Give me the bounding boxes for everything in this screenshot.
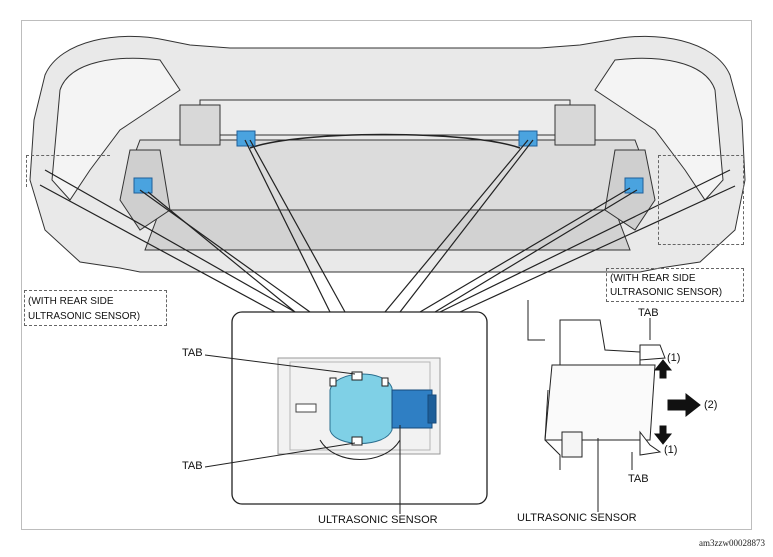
right-note-frame <box>606 268 744 302</box>
left-note-line1: (WITH REAR SIDE <box>28 296 114 307</box>
side-step1-bottom-label: (1) <box>664 444 678 456</box>
side-removal-diagram <box>527 300 701 512</box>
image-code: am3zzw00028873 <box>699 538 765 548</box>
detail-sensor-connector <box>391 389 433 429</box>
right-note-line2: ULTRASONIC SENSOR) <box>610 287 723 298</box>
detail-sensor-body <box>329 373 393 444</box>
detail-sensor-label: ULTRASONIC SENSOR <box>318 514 438 526</box>
detail-tab-bottom-label: TAB <box>182 460 203 472</box>
arrow-step1-top <box>653 359 673 379</box>
side-step1-top-label: (1) <box>667 352 681 364</box>
sensor-marker-left-outer <box>133 177 153 194</box>
left-note-frame <box>24 290 167 326</box>
right-note-line1: (WITH REAR SIDE <box>610 273 696 284</box>
sensor-marker-left-inner <box>236 130 256 147</box>
side-sensor-label: ULTRASONIC SENSOR <box>517 512 637 524</box>
left-note-box <box>26 155 110 187</box>
rear-bumper <box>29 35 746 273</box>
side-tab-bottom-label: TAB <box>628 473 649 485</box>
right-note-box <box>658 155 744 245</box>
sensor-markers <box>133 130 644 194</box>
callout-lines <box>39 139 736 313</box>
detail-tab-top-label: TAB <box>182 347 203 359</box>
arrow-step1-bottom <box>653 425 673 445</box>
detail-callout <box>204 311 488 514</box>
left-note-line2: ULTRASONIC SENSOR) <box>28 311 141 322</box>
arrow-step2 <box>667 392 701 418</box>
sensor-marker-right-inner <box>518 130 538 147</box>
sensor-marker-right-outer <box>624 177 644 194</box>
side-tab-top-label: TAB <box>638 307 659 319</box>
side-step2-label: (2) <box>704 399 718 411</box>
